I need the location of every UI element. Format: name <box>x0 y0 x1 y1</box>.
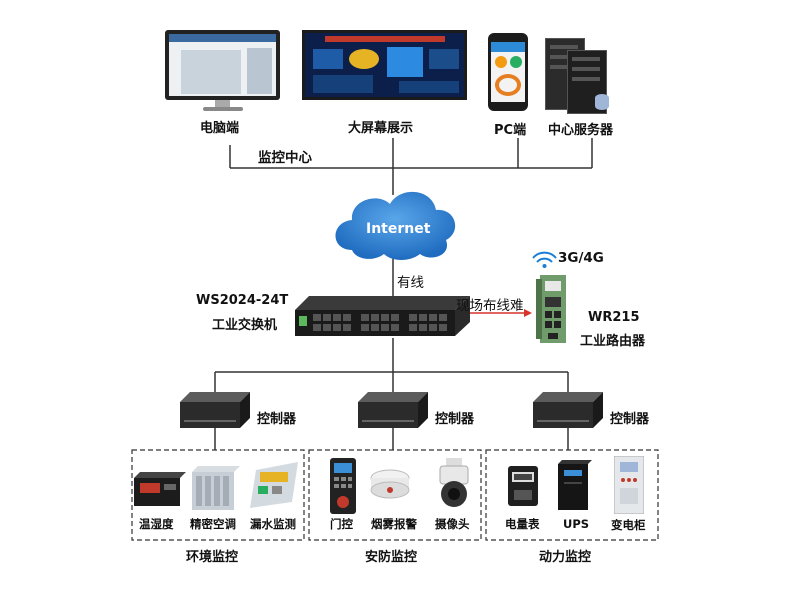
pc-monitor-label: 电脑端 <box>200 121 240 136</box>
ups-icon <box>558 460 592 512</box>
camera-icon <box>434 458 474 508</box>
controller-label: 控制器 <box>435 412 475 427</box>
group-name: 动力监控 <box>539 550 592 565</box>
group-name: 环境监控 <box>186 550 239 565</box>
internet-label: Internet <box>366 221 431 237</box>
device-label: 精密空调 <box>190 517 236 531</box>
power-cabinet-icon <box>614 456 644 514</box>
group-name: 安防监控 <box>365 550 418 565</box>
controller-icon <box>180 392 250 430</box>
link-label: 现场布线难 <box>456 298 524 314</box>
controller-icon <box>533 392 603 430</box>
smoke-alarm-icon <box>370 468 410 500</box>
device-label: UPS <box>563 517 590 531</box>
device-label: 门控 <box>330 517 353 531</box>
temp-humidity-icon <box>134 472 186 508</box>
device-label: 漏水监测 <box>250 517 296 531</box>
leak-detector-icon <box>248 462 298 510</box>
device-label: 烟雾报警 <box>371 517 417 531</box>
router-model: WR215 <box>588 310 640 325</box>
wired-label: 有线 <box>397 275 424 291</box>
pc-monitor-icon <box>165 30 280 111</box>
phone-icon <box>488 33 528 111</box>
device-label: 电量表 <box>505 517 540 531</box>
device-label: 变电柜 <box>611 518 646 532</box>
device-label: 温湿度 <box>139 517 174 531</box>
industrial-router-icon <box>536 275 570 343</box>
signal-label: 3G/4G <box>558 250 604 266</box>
power-meter-icon <box>508 466 538 506</box>
access-control-icon <box>330 458 356 514</box>
server-label: 中心服务器 <box>548 123 614 138</box>
device-label: 摄像头 <box>435 517 470 531</box>
controller-label: 控制器 <box>610 412 650 427</box>
router-name: 工业路由器 <box>580 334 646 349</box>
switch-model: WS2024-24T <box>196 293 289 308</box>
controller-icon <box>358 392 428 430</box>
switch-name: 工业交换机 <box>212 318 278 333</box>
big-screen-label: 大屏幕展示 <box>348 121 414 136</box>
pc-client-label: PC端 <box>494 123 527 138</box>
monitoring-center-label: 监控中心 <box>258 150 312 166</box>
industrial-switch-icon <box>295 296 470 340</box>
server-icon <box>545 38 615 116</box>
big-screen-icon <box>302 30 467 100</box>
precision-ac-icon <box>192 466 240 512</box>
controller-label: 控制器 <box>257 412 297 427</box>
